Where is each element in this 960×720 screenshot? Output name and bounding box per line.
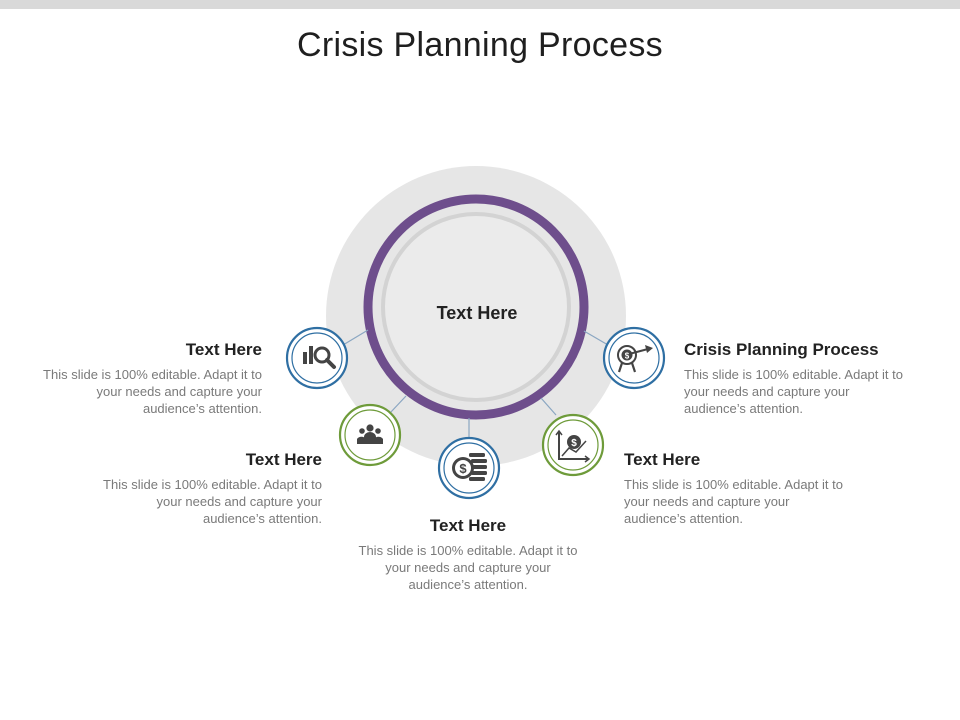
text-block-heading: Crisis Planning Process xyxy=(684,340,879,359)
connector-4 xyxy=(540,397,557,416)
coins-dollar-icon: $ xyxy=(452,453,487,481)
connector-5 xyxy=(583,330,609,346)
text-block-body: This slide is 100% editable. Adapt it to… xyxy=(103,477,322,526)
target-dollar-icon: $ xyxy=(617,345,653,373)
slide-title: Crisis Planning Process xyxy=(297,26,663,64)
text-block-heading: Text Here xyxy=(624,450,701,469)
text-block-body: This slide is 100% editable. Adapt it to… xyxy=(624,477,843,526)
analytics-magnifier-icon xyxy=(303,346,336,369)
text-block-heading: Text Here xyxy=(429,516,507,535)
text-block-body: This slide is 100% editable. Adapt it to… xyxy=(43,367,262,416)
node-4: $ xyxy=(541,413,605,477)
team-group-icon xyxy=(357,424,383,444)
connectors xyxy=(342,329,609,440)
node-2 xyxy=(338,403,402,467)
text-block-heading: Text Here xyxy=(245,450,322,469)
connector-1 xyxy=(342,329,369,346)
text-block-body: This slide is 100% editable. Adapt it to… xyxy=(684,367,903,416)
text-block-heading: Text Here xyxy=(185,340,262,359)
text-block-5: Crisis Planning Process This slide is 10… xyxy=(684,340,914,417)
node-3: $ xyxy=(437,436,501,500)
text-block-3: Text Here This slide is 100% editable. A… xyxy=(353,516,583,593)
svg-text:$: $ xyxy=(571,438,577,449)
growth-chart-dollar-icon: $ xyxy=(555,429,591,463)
text-block-2: Text Here This slide is 100% editable. A… xyxy=(92,450,322,527)
connector-2 xyxy=(389,395,407,414)
node-1 xyxy=(285,326,349,390)
svg-text:$: $ xyxy=(459,461,467,476)
text-block-1: Text Here This slide is 100% editable. A… xyxy=(32,340,262,417)
text-block-body: This slide is 100% editable. Adapt it to… xyxy=(358,543,578,592)
center-label: Text Here xyxy=(436,303,518,323)
node-5: $ xyxy=(602,326,666,390)
top-strip xyxy=(0,0,960,9)
text-block-4: Text Here This slide is 100% editable. A… xyxy=(624,450,854,527)
inner-disc xyxy=(381,212,571,402)
svg-text:$: $ xyxy=(625,352,630,361)
main-ring xyxy=(363,194,589,420)
